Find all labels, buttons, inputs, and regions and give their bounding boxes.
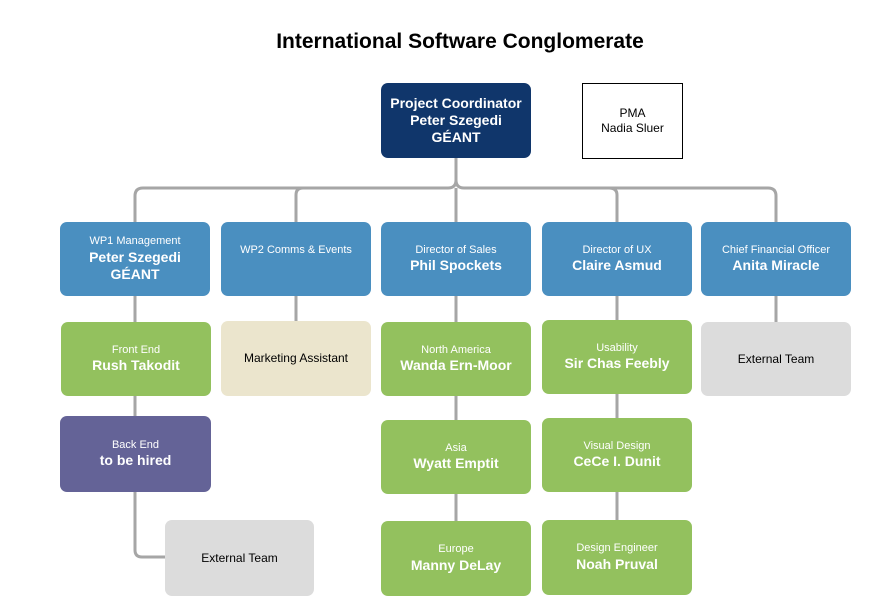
- sales-name: Phil Spockets: [410, 257, 502, 274]
- back-end-box: Back End to be hired: [60, 416, 211, 492]
- usability-name: Sir Chas Feebly: [564, 355, 670, 372]
- project-coordinator-box: Project Coordinator Peter Szegedi GÉANT: [381, 83, 531, 158]
- pma-role: PMA: [619, 106, 646, 121]
- director-of-ux-box: Director of UX Claire Asmud: [542, 222, 692, 296]
- pma-box: PMA Nadia Sluer: [582, 83, 683, 159]
- europe-role: Europe: [438, 543, 474, 556]
- back-end-role: Back End: [111, 438, 160, 451]
- north-america-box: North America Wanda Ern-Moor: [381, 322, 531, 396]
- cfo-external-team-box: External Team: [701, 322, 851, 396]
- connector-root-trunk: [447, 158, 458, 190]
- europe-name: Manny DeLay: [410, 556, 502, 573]
- director-of-sales-box: Director of Sales Phil Spockets: [381, 222, 531, 296]
- chief-financial-officer-box: Chief Financial Officer Anita Miracle: [701, 222, 851, 296]
- wp1-external-team-box: External Team: [165, 520, 314, 596]
- marketing-assistant-label: Marketing Assistant: [243, 351, 349, 366]
- ux-name: Claire Asmud: [572, 257, 662, 274]
- connector-back-external: [133, 492, 165, 559]
- cfo-name: Anita Miracle: [732, 257, 820, 274]
- front-end-role: Front End: [111, 343, 161, 356]
- wp2-role: WP2 Comms & Events: [240, 244, 352, 256]
- north-america-role: North America: [421, 343, 491, 356]
- cfo-role: Chief Financial Officer: [721, 243, 830, 256]
- connector-branch-wp1: [133, 186, 448, 222]
- ux-role: Director of UX: [582, 243, 652, 256]
- coordinator-name: Peter Szegedi: [410, 111, 502, 128]
- wp2-comms-box: WP2 Comms & Events: [221, 222, 371, 296]
- wp1-management-box: WP1 Management Peter Szegedi GÉANT: [60, 222, 210, 296]
- usability-role: Usability: [596, 341, 638, 354]
- asia-role: Asia: [445, 441, 467, 454]
- connector-branch-wp2: [294, 186, 304, 222]
- design-engineer-name: Noah Pruval: [576, 555, 658, 572]
- asia-name: Wyatt Emptit: [413, 455, 499, 472]
- chart-title: International Software Conglomerate: [276, 30, 644, 53]
- connector-branch-ux-cfo: [464, 186, 778, 222]
- europe-box: Europe Manny DeLay: [381, 521, 531, 596]
- marketing-assistant-box: Marketing Assistant: [221, 321, 371, 396]
- design-engineer-role: Design Engineer: [576, 542, 658, 555]
- connector-branch-ux: [608, 186, 619, 222]
- connector-root-trunk-right: [454, 179, 465, 190]
- pma-name: Nadia Sluer: [601, 121, 664, 135]
- visual-design-role: Visual Design: [583, 439, 651, 452]
- coordinator-org: GÉANT: [431, 129, 481, 146]
- wp1-name: Peter Szegedi: [89, 248, 181, 265]
- front-end-name: Rush Takodit: [92, 357, 180, 374]
- wp1-org: GÉANT: [110, 265, 160, 282]
- cfo-external-label: External Team: [737, 351, 815, 366]
- usability-box: Usability Sir Chas Feebly: [542, 320, 692, 394]
- asia-box: Asia Wyatt Emptit: [381, 420, 531, 494]
- sales-role: Director of Sales: [415, 243, 497, 256]
- north-america-name: Wanda Ern-Moor: [400, 357, 512, 374]
- coordinator-role: Project Coordinator: [390, 94, 522, 111]
- visual-design-box: Visual Design CeCe I. Dunit: [542, 418, 692, 492]
- back-end-name: to be hired: [99, 452, 172, 469]
- wp1-external-label: External Team: [201, 550, 278, 565]
- front-end-box: Front End Rush Takodit: [61, 322, 211, 396]
- wp1-role: WP1 Management: [89, 235, 181, 248]
- design-engineer-box: Design Engineer Noah Pruval: [542, 520, 692, 595]
- visual-design-name: CeCe I. Dunit: [573, 453, 661, 470]
